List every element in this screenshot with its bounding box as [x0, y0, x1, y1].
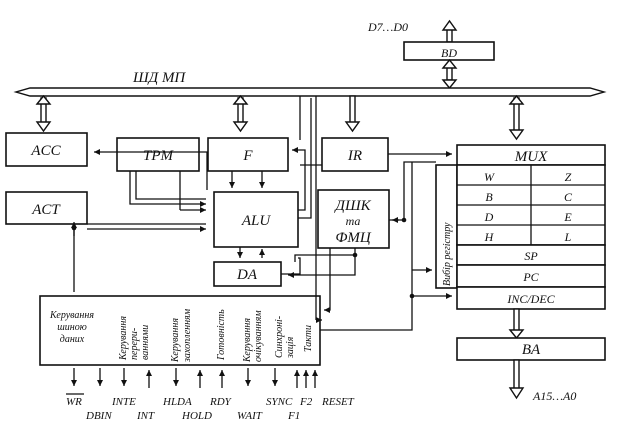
signal-f1: F1	[287, 410, 300, 422]
decoder-label-3: ФМЦ	[335, 230, 371, 246]
ba-label: BA	[522, 342, 541, 358]
act-block	[5, 191, 88, 225]
bd-label: BD	[441, 46, 457, 60]
svg-text:очікуванням: очікуванням	[253, 310, 264, 362]
da-label: DA	[236, 267, 258, 283]
decoder-block	[317, 189, 390, 249]
signal-reset: RESET	[321, 396, 355, 408]
signal-wait: WAIT	[237, 410, 263, 422]
svg-text:Керування: Керування	[170, 318, 181, 363]
signal-hlda: HLDA	[162, 396, 192, 408]
signal-dbin: DBIN	[85, 410, 112, 422]
signal-wr: WR	[66, 396, 82, 408]
reg-c-label: C	[564, 190, 573, 204]
data-bus-label: D7…D0	[367, 20, 408, 34]
svg-text:зація: зація	[285, 336, 296, 359]
reg-l-label: L	[564, 230, 572, 244]
signal-sync: SYNC	[266, 396, 293, 408]
mux-bus-tap	[508, 94, 525, 141]
signal-rdy: RDY	[209, 396, 233, 408]
reg-h-label: H	[484, 230, 495, 244]
incdec-label: INC/DEC	[506, 292, 555, 306]
address-bus-arrow	[508, 359, 525, 400]
control-section-hold: Керування захопленням	[170, 308, 193, 363]
signal-arrows	[71, 368, 318, 388]
alu-label: ALU	[241, 213, 272, 229]
signal-inte: INTE	[111, 396, 136, 408]
f-bus-tap	[232, 94, 249, 133]
mux-label: MUX	[514, 149, 548, 165]
acc-bus-tap	[35, 94, 52, 133]
svg-text:даних: даних	[60, 334, 85, 345]
decoder-label-1: ДШК	[333, 198, 371, 214]
pc-label: PC	[522, 270, 539, 284]
svg-text:захопленням: захопленням	[182, 308, 193, 363]
reg-b-label: B	[485, 190, 493, 204]
svg-text:Синхроні-: Синхроні-	[274, 316, 285, 358]
svg-text:Керування: Керування	[118, 316, 129, 361]
sp-label: SP	[524, 249, 538, 263]
signal-f2: F2	[299, 396, 313, 408]
junction-dots	[71, 217, 415, 299]
incdec-to-ba-arrow	[508, 308, 525, 340]
control-section-data-bus: Керування шиною даних	[49, 310, 94, 345]
svg-text:перери-: перери-	[129, 328, 140, 360]
interconnect-lines	[71, 96, 452, 331]
reg-z-label: Z	[565, 170, 572, 184]
control-section-ready: Готовність	[216, 309, 227, 361]
decoder-label-2: та	[346, 214, 361, 228]
reg-select-label: Вибір регістру	[442, 222, 453, 286]
control-section-wait: Керування очікуванням	[242, 310, 264, 363]
svg-text:Такти: Такти	[303, 325, 314, 352]
svg-text:ваннями: ваннями	[140, 325, 151, 360]
ir-bus-tap	[344, 95, 361, 133]
svg-text:Готовність: Готовність	[216, 309, 227, 361]
signal-int: INT	[136, 410, 155, 422]
register-grid	[456, 164, 606, 246]
f-block	[207, 137, 289, 172]
tpm-block	[116, 137, 200, 172]
internal-bus	[13, 87, 607, 97]
ba-block	[456, 337, 606, 361]
alu-block	[213, 191, 299, 248]
acc-block	[5, 132, 88, 167]
svg-text:Керування: Керування	[49, 310, 94, 321]
bd-bus-arrow	[441, 58, 458, 90]
internal-bus-label: ШД МП	[132, 70, 186, 86]
f-label: F	[242, 148, 253, 164]
address-bus-label: A15…A0	[532, 389, 576, 403]
ir-label: IR	[347, 148, 362, 164]
act-label: ACT	[31, 202, 61, 218]
control-section-clock: Такти	[303, 325, 314, 352]
data-bus-arrow	[441, 19, 458, 43]
incdec-block	[456, 286, 606, 310]
signal-labels: WR DBIN INTE INT HLDA HOLD RDY WAIT SYNC…	[66, 393, 355, 422]
acc-label: ACC	[30, 143, 61, 159]
control-unit-block	[39, 295, 321, 366]
control-section-interrupts: Керування перери- ваннями	[118, 316, 151, 361]
signal-hold: HOLD	[181, 410, 212, 422]
reg-d-label: D	[484, 210, 494, 224]
control-section-sync: Синхроні- зація	[274, 316, 296, 359]
ir-block	[321, 137, 389, 172]
tpm-label: TPM	[143, 148, 175, 164]
svg-text:шиною: шиною	[57, 322, 87, 333]
svg-text:Керування: Керування	[242, 318, 253, 363]
reg-w-label: W	[484, 170, 495, 184]
reg-e-label: E	[563, 210, 572, 224]
